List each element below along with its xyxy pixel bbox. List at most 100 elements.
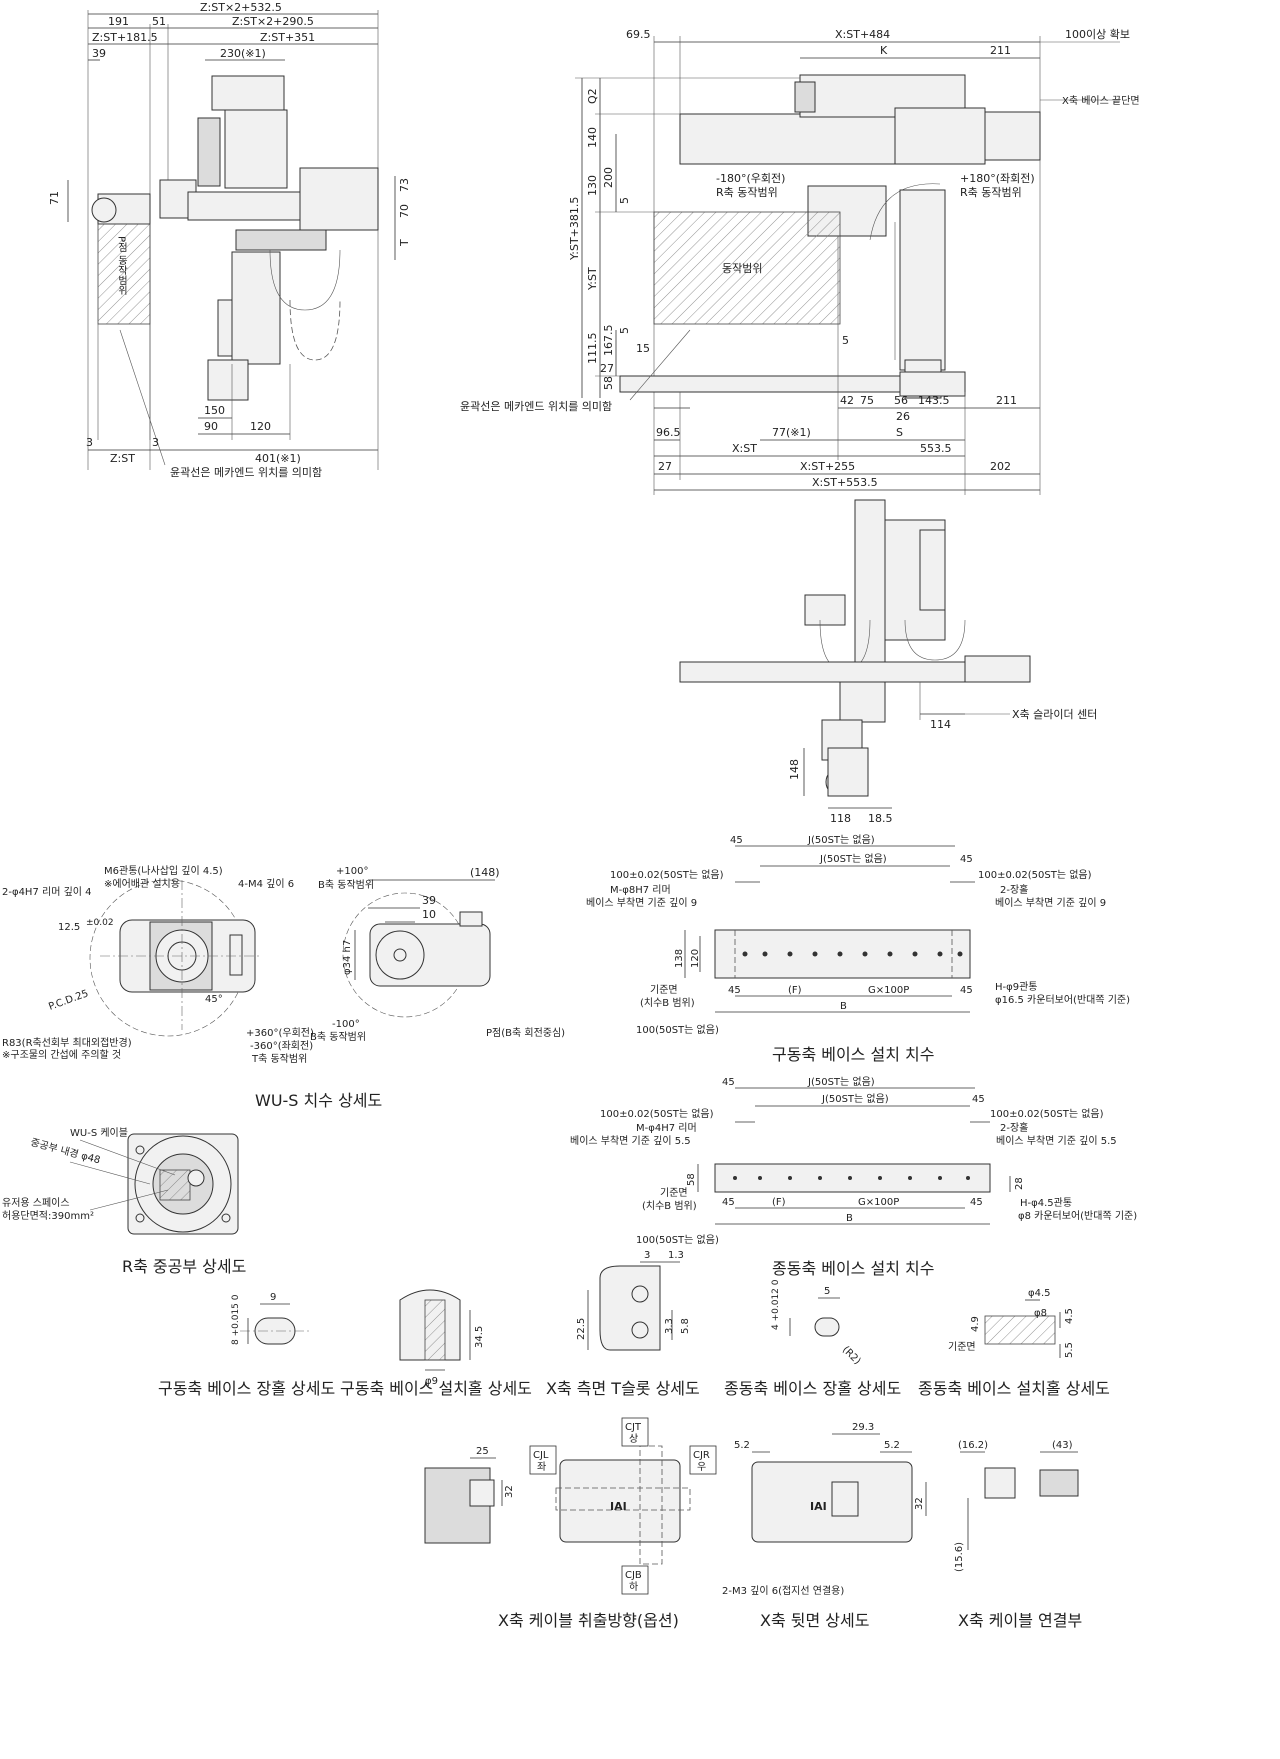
dim-label: 100(50ST는 없음) <box>636 1233 719 1246</box>
caption: X축 뒷면 상세도 <box>760 1611 869 1630</box>
dim-label: 100±0.02(50ST는 없음) <box>978 868 1092 881</box>
note-label: H-φ4.5관통 <box>1020 1197 1072 1209</box>
dim-label: 45 <box>722 1077 735 1088</box>
detail-drive-slot: 9 8 +0.015 0 구동축 베이스 장홀 상세도 <box>158 1292 335 1398</box>
note-label: 기준면 <box>948 1341 976 1353</box>
note-label: 4-M4 깊이 6 <box>238 878 294 890</box>
dim-label: 5 <box>618 197 631 204</box>
dim-label: 4 +0.012 0 <box>771 1279 781 1330</box>
dim-label: φ9 <box>425 1376 438 1387</box>
dim-label: (R2) <box>840 1344 863 1367</box>
dim-label: Z:ST+181.5 <box>92 31 158 44</box>
note-label: P점(B축 회전중심) <box>486 1027 565 1039</box>
dim-label: 75 <box>860 394 874 407</box>
dim-label: 100±0.02(50ST는 없음) <box>610 868 724 881</box>
iai-logo: IAI <box>810 1500 827 1513</box>
dim-label: 18.5 <box>868 812 893 825</box>
dim-label: B <box>840 1001 847 1012</box>
dim-label: 51 <box>152 15 166 28</box>
note-label: -100° <box>332 1019 360 1030</box>
dim-label: 100±0.02(50ST는 없음) <box>600 1107 714 1120</box>
note-label: R83(R축선회부 최대외접반경) <box>2 1036 132 1049</box>
cjt-sub: 상 <box>629 1433 638 1445</box>
front-view <box>679 499 1031 809</box>
wus-detail-text: M6관통(나사삽입 깊이 4.5) ※에어배관 설치용 4-M4 깊이 6 2-… <box>2 864 565 1110</box>
note-label: M-φ8H7 리머 <box>610 884 671 896</box>
cjl-sub: 좌 <box>537 1461 546 1473</box>
note-label: (치수B 범위) <box>642 1199 697 1212</box>
dim-label: 5 <box>824 1286 830 1297</box>
dim-label: 3.3 <box>664 1318 675 1334</box>
drive-base-holes <box>742 951 963 957</box>
note-label: 베이스 부착면 기준 깊이 5.5 <box>996 1135 1117 1147</box>
dim-label: 39 <box>422 894 436 907</box>
front-view-text: 114 148 118 18.5 X축 슬라이더 센터 <box>788 708 1097 825</box>
cable-connector-view: (16.2) (43) (15.6) X축 케이블 연결부 <box>954 1440 1082 1630</box>
dim-label: 100±0.02(50ST는 없음) <box>990 1107 1104 1120</box>
dim-label: 120 <box>250 420 271 433</box>
dim-label: 114 <box>930 718 951 731</box>
dim-label: 39 <box>92 47 106 60</box>
dim-label: 70 <box>398 204 411 218</box>
cjt-label: CJT <box>625 1422 642 1433</box>
note-label: 허용단면적:390mm² <box>2 1210 94 1222</box>
note-label: φ8 카운터보어(반대쪽 기준) <box>1018 1210 1137 1222</box>
side-view-text: Z:ST×2+532.5 191 51 Z:ST×2+290.5 Z:ST+18… <box>48 1 411 479</box>
x-back-view: IAI 5.2 29.3 5.2 32 2-M3 깊이 6(접지선 연결용) X… <box>722 1422 927 1630</box>
dim-label: 77(※1) <box>772 426 811 439</box>
driven-base-view <box>697 1087 1011 1225</box>
dim-label: (16.2) <box>958 1440 988 1451</box>
dim-label: 27 <box>658 460 672 473</box>
dim-label: 29.3 <box>852 1422 874 1433</box>
iai-logo: IAI <box>610 1500 627 1513</box>
note-label: 윤곽선은 메카엔드 위치를 의미함 <box>460 400 612 413</box>
dim-label: 45° <box>205 994 223 1005</box>
cjr-sub: 우 <box>697 1461 706 1473</box>
caption: 종동축 베이스 장홀 상세도 <box>724 1379 901 1398</box>
dim-label: 25 <box>476 1446 489 1457</box>
dim-label: X:ST <box>732 442 757 455</box>
dim-label: 15 <box>636 342 650 355</box>
dim-label: 111.5 <box>586 333 599 365</box>
dim-label: 26 <box>896 410 910 423</box>
dim-label: 42 <box>840 394 854 407</box>
dim-label: φ8 <box>1034 1308 1047 1319</box>
detail-driven-hole: φ4.5 φ8 4.5 4.9 5.5 기준면 종동축 베이스 설치홀 상세도 <box>918 1288 1110 1398</box>
note-label: +180°(좌회전) <box>960 172 1035 185</box>
caption: X축 케이블 취출방향(옵션) <box>498 1611 679 1630</box>
dim-label: (43) <box>1052 1440 1073 1451</box>
dim-label: 28 <box>1014 1177 1025 1190</box>
note-label: X축 슬라이더 센터 <box>1012 708 1097 721</box>
dim-label: 167.5 <box>602 325 615 357</box>
note-label: 2-장홀 <box>1000 883 1028 896</box>
dim-label: X:ST+255 <box>800 460 855 473</box>
range-label: P점 동작범위 <box>116 236 128 296</box>
dim-label: 100(50ST는 없음) <box>636 1023 719 1036</box>
note-label: 베이스 부착면 기준 깊이 5.5 <box>570 1135 691 1147</box>
dim-label: J(50ST는 없음) <box>821 1092 889 1105</box>
dim-label: 553.5 <box>920 442 952 455</box>
dim-label: Z:ST×2+290.5 <box>232 15 314 28</box>
dim-label: 150 <box>204 404 225 417</box>
note-label: 베이스 부착면 기준 깊이 9 <box>995 897 1106 909</box>
dim-label: 100이상 확보 <box>1065 28 1130 41</box>
dim-label: 120 <box>690 949 701 968</box>
dim-label: 73 <box>398 178 411 192</box>
caption: 종동축 베이스 설치 치수 <box>772 1259 934 1278</box>
dim-label: 45 <box>972 1094 985 1105</box>
note-label: M6관통(나사삽입 깊이 4.5) <box>104 864 223 877</box>
dim-label: 8 +0.015 0 <box>231 1294 241 1345</box>
dim-label: 5 <box>842 334 849 347</box>
dim-label: 3 <box>86 436 93 449</box>
dim-label: 45 <box>960 854 973 865</box>
cjb-label: CJB <box>625 1570 642 1581</box>
dim-label: φ34 h7 <box>342 940 353 975</box>
note-label: 기준면 <box>660 1187 688 1199</box>
dim-label: B <box>846 1213 853 1224</box>
cjl-label: CJL <box>533 1450 549 1461</box>
note-label: φ16.5 카운터보어(반대쪽 기준) <box>995 994 1130 1006</box>
range-label: 동작범위 <box>722 262 762 275</box>
note-label: 유저용 스페이스 <box>2 1197 70 1209</box>
dim-label: 3 <box>644 1250 650 1261</box>
note-label: +360°(우회전) <box>246 1027 314 1039</box>
